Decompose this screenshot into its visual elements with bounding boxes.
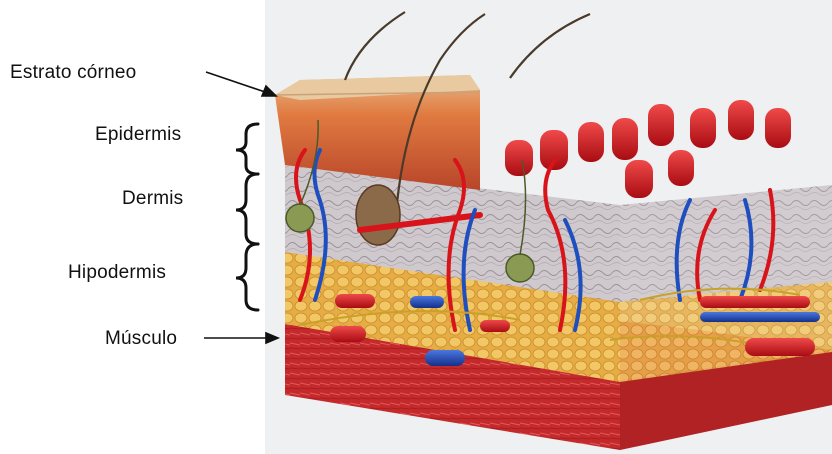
label-stratum-corneum: Estrato córneo [10,62,136,84]
layer-braces [236,124,258,310]
label-muscle: Músculo [105,328,177,350]
hypodermis-brace [236,244,258,310]
label-hypodermis: Hipodermis [68,262,166,284]
dermis-brace [236,174,258,244]
label-dermis: Dermis [122,188,183,210]
stratum-corneum-arrow [206,72,268,93]
label-epidermis: Epidermis [95,124,181,146]
epidermis-brace [236,124,258,174]
